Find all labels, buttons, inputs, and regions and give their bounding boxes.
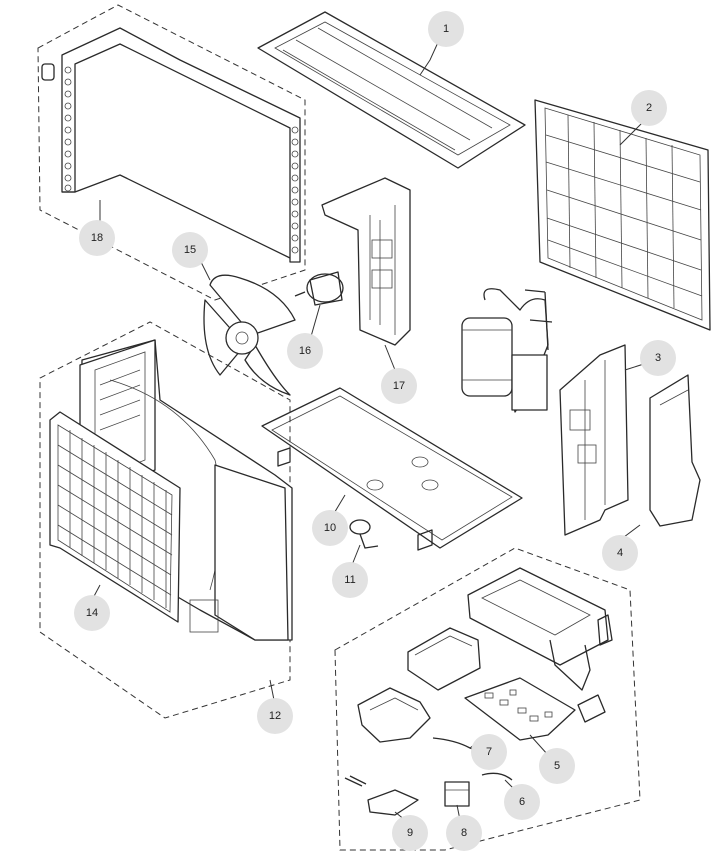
callout-label: 3 xyxy=(655,352,661,364)
callout-6: 6 xyxy=(504,784,540,820)
callout-4: 4 xyxy=(602,535,638,571)
callout-label: 1 xyxy=(443,23,449,35)
part-fan-motor xyxy=(294,271,344,306)
callout-3: 3 xyxy=(640,340,676,376)
callout-5: 5 xyxy=(539,748,575,784)
part-fan-blade xyxy=(203,274,296,396)
callout-label: 8 xyxy=(461,827,467,839)
part-side-cover xyxy=(649,374,701,527)
callout-12: 12 xyxy=(257,698,293,734)
part-rear-grille xyxy=(534,99,711,331)
callout-label: 9 xyxy=(407,827,413,839)
part-base-pan xyxy=(261,387,523,551)
part-top-cover xyxy=(257,11,526,169)
callout-label: 17 xyxy=(393,380,405,392)
part-front-grille xyxy=(49,411,181,623)
callout-8: 8 xyxy=(446,815,482,851)
callout-1: 1 xyxy=(428,11,464,47)
callout-18: 18 xyxy=(79,220,115,256)
callout-17: 17 xyxy=(381,368,417,404)
part-drain-fitting xyxy=(349,519,379,549)
part-condenser-coil xyxy=(37,4,306,301)
callout-label: 4 xyxy=(617,547,623,559)
callout-label: 2 xyxy=(646,102,652,114)
callout-label: 18 xyxy=(91,232,103,244)
callout-label: 10 xyxy=(324,522,336,534)
callout-label: 14 xyxy=(86,607,98,619)
callout-2: 2 xyxy=(631,90,667,126)
callout-label: 6 xyxy=(519,796,525,808)
callout-label: 15 xyxy=(184,244,196,256)
callout-9: 9 xyxy=(392,815,428,851)
part-control-box-group xyxy=(334,547,641,851)
part-compressor xyxy=(461,288,553,413)
callout-11: 11 xyxy=(332,562,368,598)
callout-15: 15 xyxy=(172,232,208,268)
part-partition-plate xyxy=(321,177,411,346)
callout-label: 12 xyxy=(269,710,281,722)
callout-label: 7 xyxy=(486,746,492,758)
part-side-bracket xyxy=(559,344,629,536)
callout-10: 10 xyxy=(312,510,348,546)
callout-7: 7 xyxy=(471,734,507,770)
callout-label: 5 xyxy=(554,760,560,772)
callout-14: 14 xyxy=(74,595,110,631)
callout-16: 16 xyxy=(287,333,323,369)
callout-label: 11 xyxy=(344,574,355,586)
callout-label: 16 xyxy=(299,345,311,357)
